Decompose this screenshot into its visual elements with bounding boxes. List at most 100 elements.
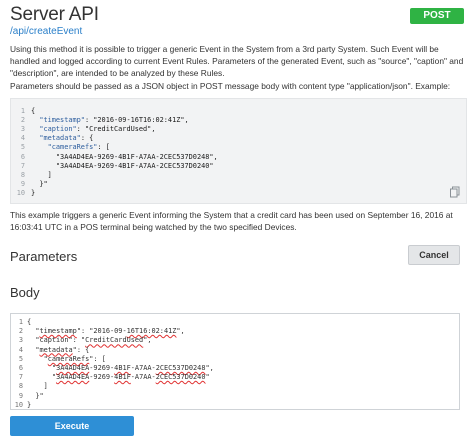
line-number: 9 — [18, 391, 23, 400]
spellcheck-word: timestamp — [39, 327, 77, 336]
line-number: 2 — [18, 327, 23, 336]
page-title: Server API — [10, 4, 99, 25]
editor-text: " — [51, 364, 57, 372]
editor-text: ] — [43, 382, 48, 391]
editor-text: } — [27, 400, 32, 409]
editor-text: -9269- — [89, 364, 115, 372]
editor-line[interactable]: 9 }" — [11, 391, 44, 402]
spellcheck-word: 4B1F — [114, 373, 131, 382]
line-number: 6 — [20, 152, 25, 161]
editor-text: -A7AA- — [130, 373, 156, 382]
editor-text: " — [205, 373, 210, 382]
header: Server API /api/createEvent POST — [10, 4, 464, 38]
editor-line[interactable]: 7 "3A4AD4EA-9269-4B1F-A7AA-2CEC537D0240" — [11, 372, 210, 383]
line-number: 8 — [20, 170, 25, 179]
example-code-block: 1{2 "timestamp": "2016-09-16T16:02:41Z",… — [10, 98, 467, 204]
editor-line[interactable]: 6 "3A4AD4EA-9269-4B1F-A7AA-2CEC537D0248"… — [11, 363, 214, 374]
editor-text: "caption": " — [35, 336, 86, 345]
code-line: 8 ] — [11, 170, 52, 180]
json-value: : "CreditCardUsed", — [76, 125, 156, 134]
editor-text: { — [27, 318, 32, 326]
json-value: : { — [80, 134, 94, 143]
spellcheck-word: 4B1F — [114, 364, 131, 372]
line-number: 3 — [20, 125, 25, 134]
line-number: 8 — [18, 382, 23, 391]
json-key: "cameraRefs" — [47, 143, 98, 152]
editor-line[interactable]: 8 ] — [11, 381, 48, 392]
editor-text: -A7AA- — [130, 364, 156, 372]
json-value: : [ — [97, 143, 110, 152]
editor-text: " — [35, 345, 40, 354]
json-text: { — [31, 107, 36, 115]
line-number: 7 — [20, 161, 25, 170]
spellcheck-word: 2CEC537D0248 — [155, 364, 206, 372]
description-paragraph: Parameters should be passed as a JSON ob… — [10, 80, 451, 91]
code-line: 9 }" — [11, 179, 48, 189]
example-note: This example triggers a generic Event in… — [10, 210, 453, 233]
editor-text: -9269- — [89, 373, 115, 382]
line-number: 7 — [18, 373, 23, 382]
editor-text: " — [35, 327, 40, 336]
line-number: 3 — [18, 336, 23, 345]
editor-line[interactable]: 2 "timestamp": "2016-09-16T16:02:41Z", — [11, 326, 185, 337]
editor-line[interactable]: 1{ — [11, 317, 31, 328]
editor-text: ": [ — [89, 354, 106, 363]
spellcheck-word: 3A4AD4EA — [56, 373, 90, 382]
code-line: 5 "cameraRefs": [ — [11, 142, 110, 152]
body-heading: Body — [10, 285, 40, 300]
json-text: ] — [47, 170, 52, 179]
editor-line[interactable]: 10} — [11, 400, 31, 411]
spellcheck-word: cameraRefs — [47, 354, 90, 363]
json-key: "caption" — [39, 125, 77, 134]
spellcheck-word: 16T16:02:41Z — [126, 327, 177, 336]
description-paragraph: Using this method it is possible to trig… — [10, 44, 464, 79]
endpoint-path: /api/createEvent — [10, 26, 83, 37]
code-line: 1{ — [11, 106, 35, 116]
line-number: 6 — [18, 364, 23, 372]
line-number: 4 — [18, 345, 23, 354]
spellcheck-word: 3A4AD4EA — [56, 364, 90, 372]
line-number: 5 — [20, 143, 25, 152]
editor-text: }" — [35, 391, 44, 400]
editor-text: ", — [143, 336, 152, 345]
json-text: } — [31, 188, 36, 197]
line-number: 4 — [20, 134, 25, 143]
parameters-heading: Parameters — [10, 249, 78, 264]
code-line: 7 "3A4AD4EA-9269-4B1F-A7AA-2CEC537D0240" — [11, 161, 214, 171]
method-badge: POST — [410, 8, 464, 24]
code-line: 3 "caption": "CreditCardUsed", — [11, 124, 156, 134]
json-text: }" — [39, 179, 48, 188]
cancel-button[interactable]: Cancel — [408, 245, 460, 265]
editor-text: ", — [205, 364, 214, 372]
editor-text: " — [43, 354, 48, 363]
editor-line[interactable]: 3 "caption": "CreditCardUsed", — [11, 335, 152, 346]
editor-text: " — [51, 373, 57, 382]
editor-text: ", — [176, 327, 185, 336]
code-line: 10} — [11, 188, 35, 198]
line-number: 1 — [18, 318, 23, 326]
line-number: 10 — [16, 188, 25, 197]
editor-text: ": { — [72, 345, 90, 354]
code-line: 2 "timestamp": "2016-09-16T16:02:41Z", — [11, 115, 189, 125]
line-number: 9 — [20, 179, 25, 188]
json-value: : "2016-09-16T16:02:41Z", — [84, 116, 189, 125]
spellcheck-word: CreditCardUsed — [85, 336, 144, 345]
editor-line[interactable]: 5 "cameraRefs": [ — [11, 354, 106, 365]
execute-button[interactable]: Execute — [10, 416, 134, 436]
json-key: "metadata" — [39, 134, 81, 143]
copy-icon[interactable] — [449, 186, 461, 198]
description: Using this method it is possible to trig… — [10, 43, 466, 92]
line-number: 10 — [14, 400, 23, 409]
line-number: 1 — [20, 107, 25, 115]
editor-line[interactable]: 4 "metadata": { — [11, 345, 89, 356]
json-text: "3A4AD4EA-9269-4B1F-A7AA-2CEC537D0240" — [55, 161, 214, 170]
spellcheck-word: 2CEC537D0240 — [155, 373, 206, 382]
spellcheck-word: metadata — [39, 345, 73, 354]
json-text: "3A4AD4EA-9269-4B1F-A7AA-2CEC537D0248", — [55, 152, 218, 161]
line-number: 5 — [18, 354, 23, 363]
editor-text: ": "2016-09- — [76, 327, 127, 336]
code-line: 6 "3A4AD4EA-9269-4B1F-A7AA-2CEC537D0248"… — [11, 152, 218, 162]
body-editor[interactable]: 1{2 "timestamp": "2016-09-16T16:02:41Z",… — [10, 313, 460, 410]
code-line: 4 "metadata": { — [11, 133, 93, 143]
line-number: 2 — [20, 116, 25, 125]
